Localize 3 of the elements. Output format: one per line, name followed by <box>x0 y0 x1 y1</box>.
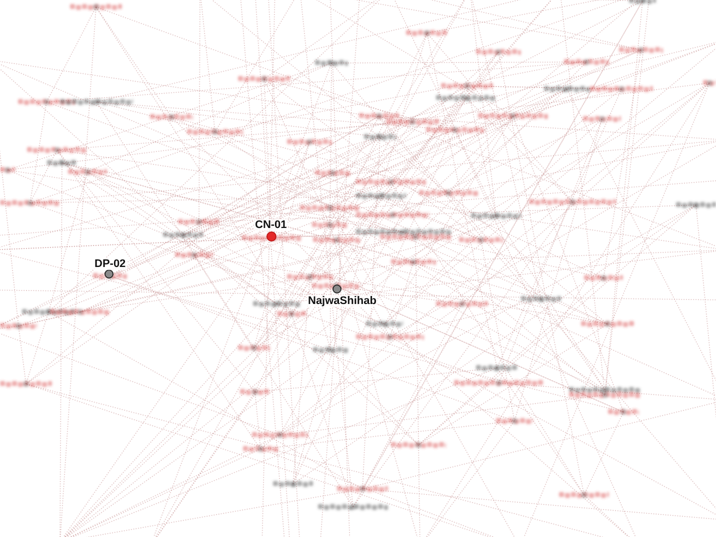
node-label: CN-01 <box>254 219 288 231</box>
node-label: NajwaShihab <box>307 294 378 306</box>
node-label: DP-02 <box>94 258 127 270</box>
